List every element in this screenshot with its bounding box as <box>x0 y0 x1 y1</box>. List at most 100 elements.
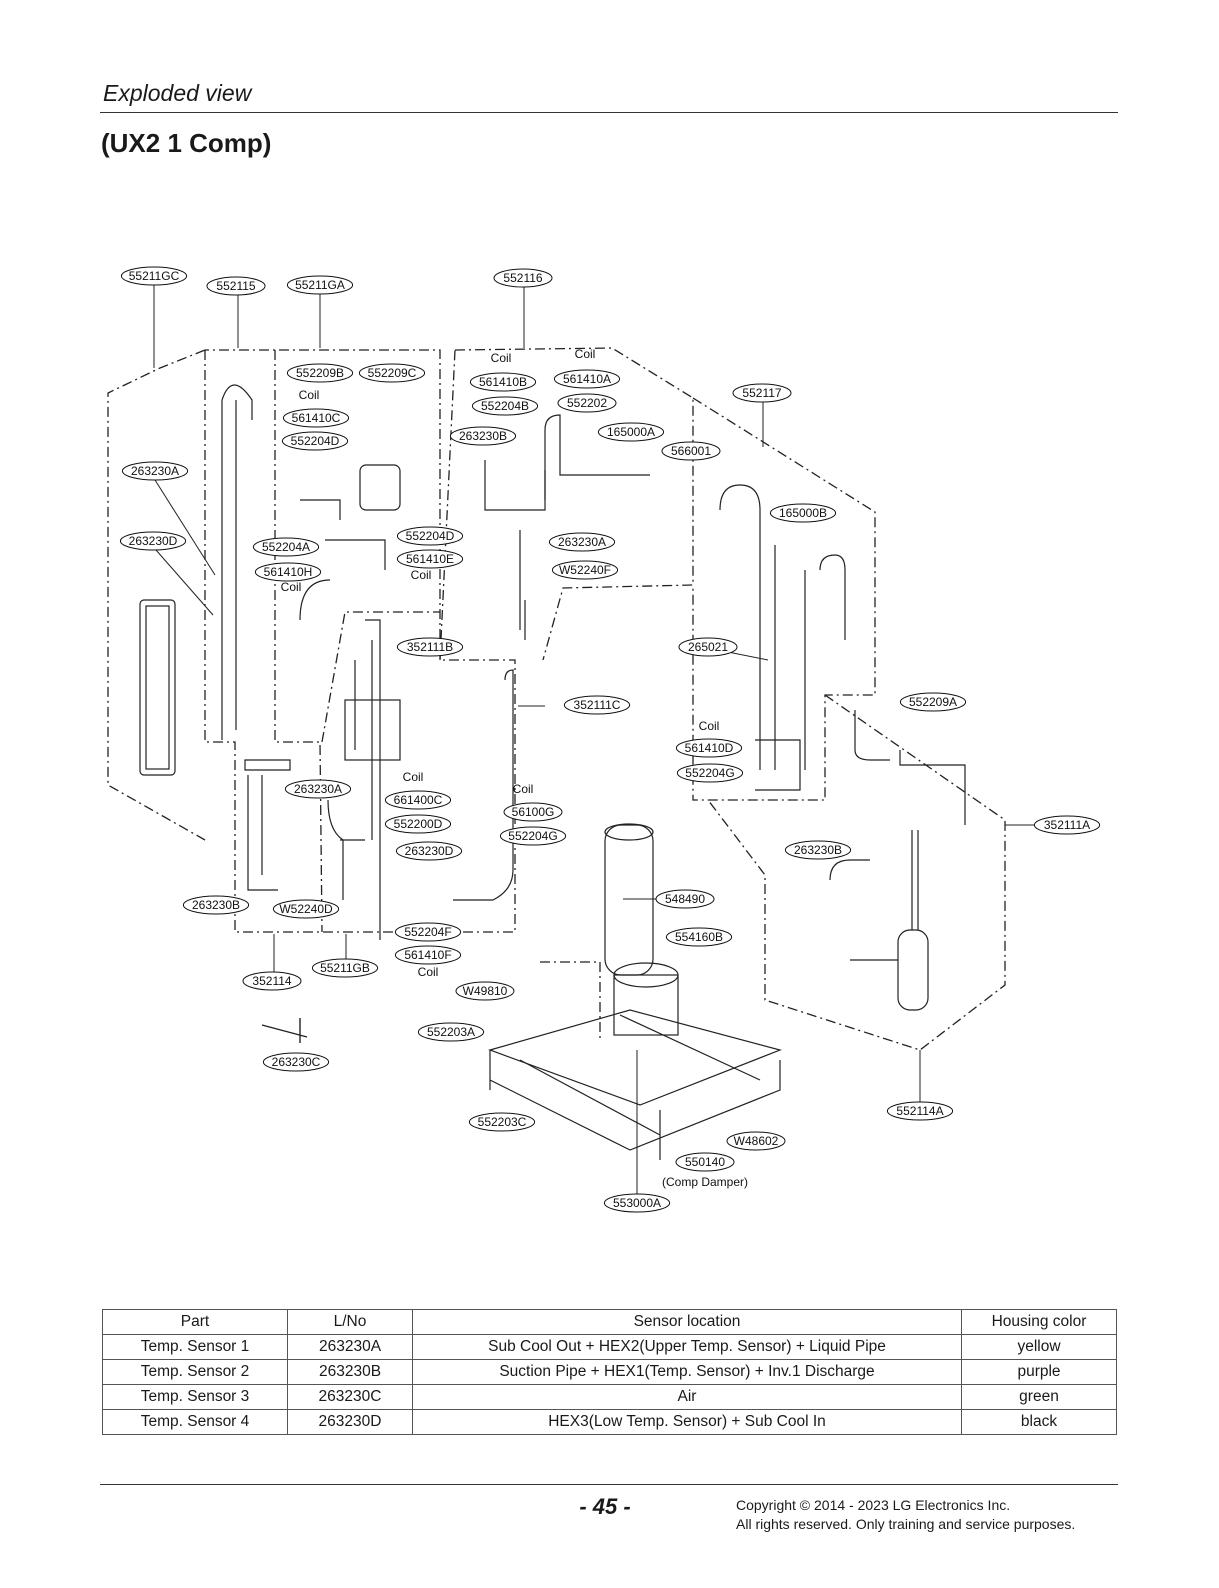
callout-label: 55211GA <box>295 278 345 292</box>
part-callout: 552117 <box>732 383 792 403</box>
callout-label: 561410A <box>563 372 611 386</box>
coil-note: Coil <box>418 965 439 979</box>
callout-label: 165000B <box>779 506 827 520</box>
part-callout: 552204G <box>499 826 567 846</box>
part-callout: 552204B <box>471 396 539 416</box>
callout-oval <box>676 763 744 783</box>
callout-label: 352111C <box>574 698 621 712</box>
callout-oval <box>563 695 631 715</box>
part-callout: 55211GC <box>120 266 188 286</box>
callout-oval <box>396 637 464 657</box>
cell-part: Temp. Sensor 4 <box>102 1409 288 1435</box>
header-part: Part <box>102 1309 288 1335</box>
callout-oval <box>281 431 349 451</box>
part-callout: 552204D <box>281 431 349 451</box>
table-row: Temp. Sensor 4 263230D HEX3(Low Temp. Se… <box>102 1409 1117 1435</box>
callout-oval <box>396 526 464 546</box>
part-callout: 263230D <box>119 531 187 551</box>
cell-lno: 263230D <box>287 1409 413 1435</box>
part-callout: 552209A <box>899 692 967 712</box>
cell-location: Sub Cool Out + HEX2(Upper Temp. Sensor) … <box>412 1334 962 1360</box>
callout-oval <box>551 560 619 580</box>
part-callout: 552204F <box>394 922 462 942</box>
callout-label: 550140 <box>685 1155 725 1169</box>
callout-label: 552209C <box>368 366 417 380</box>
cell-part: Temp. Sensor 2 <box>102 1359 288 1385</box>
callout-label: 263230D <box>129 534 178 548</box>
part-callout: 561410C <box>282 408 350 428</box>
callout-oval <box>503 802 563 822</box>
callout-label: 552204A <box>262 540 310 554</box>
callout-label: 561410E <box>406 552 454 566</box>
part-callout: 552209B <box>286 363 354 383</box>
callout-oval <box>661 441 721 461</box>
part-callout: 552209C <box>358 363 426 383</box>
coil-note: Coil <box>299 388 320 402</box>
callout-label: 561410F <box>404 948 451 962</box>
table-row: Temp. Sensor 2 263230B Suction Pipe + HE… <box>102 1359 1117 1385</box>
part-callout: 552204G <box>676 763 744 783</box>
callout-oval <box>886 1101 954 1121</box>
callout-label: 263230D <box>405 844 454 858</box>
part-callout: 265021 <box>678 637 738 657</box>
part-callout: 552204D <box>396 526 464 546</box>
part-callout: 561410D <box>675 738 743 758</box>
part-callout: 263230B <box>784 840 852 860</box>
sensor-table-header-row: Part L/No Sensor location Housing color <box>102 1309 1117 1335</box>
part-callout: 263230B <box>449 426 517 446</box>
callout-oval <box>665 927 733 947</box>
cell-color: yellow <box>961 1334 1117 1360</box>
callout-oval <box>675 1152 735 1172</box>
callout-label: 561410H <box>264 565 313 579</box>
callout-oval <box>395 841 463 861</box>
callout-oval <box>206 276 266 296</box>
callout-oval <box>557 393 617 413</box>
part-callout: 352111C <box>563 695 631 715</box>
part-callout: W52240F <box>551 560 619 580</box>
callout-oval <box>242 971 302 991</box>
part-callout: 561410H <box>254 562 322 582</box>
cell-lno: 263230A <box>287 1334 413 1360</box>
part-callout: 165000A <box>597 422 665 442</box>
cell-part: Temp. Sensor 1 <box>102 1334 288 1360</box>
callout-label: 552204B <box>481 399 529 413</box>
callout-label: 263230A <box>131 464 179 478</box>
part-callout: 263230C <box>262 1052 330 1072</box>
cell-location: HEX3(Low Temp. Sensor) + Sub Cool In <box>412 1409 962 1435</box>
callout-oval <box>455 981 515 1001</box>
callout-label: 552204D <box>406 529 455 543</box>
part-callout: 550140 <box>675 1152 735 1172</box>
part-callout: 552116 <box>493 268 553 288</box>
coil-note: Coil <box>281 580 302 594</box>
callout-label: 352111A <box>1044 818 1090 832</box>
callout-oval <box>675 738 743 758</box>
callout-oval <box>769 503 837 523</box>
callout-label: 552114A <box>896 1104 943 1118</box>
part-callout: 552202 <box>557 393 617 413</box>
cell-lno: 263230B <box>287 1359 413 1385</box>
callout-oval <box>469 372 537 392</box>
callout-oval <box>726 1131 786 1151</box>
callout-oval <box>493 268 553 288</box>
callout-label: 55211GB <box>320 961 370 975</box>
part-callout: W49810 <box>455 981 515 1001</box>
callout-oval <box>597 422 665 442</box>
callout-label: 552204G <box>685 766 734 780</box>
part-callout: 55211GB <box>311 958 379 978</box>
part-callout: W48602 <box>726 1131 786 1151</box>
callout-label: 561410D <box>685 741 734 755</box>
comp-damper-note: (Comp Damper) <box>662 1175 748 1189</box>
callout-oval <box>119 531 187 551</box>
callout-label: 552200D <box>394 817 443 831</box>
copyright: Copyright © 2014 - 2023 LG Electronics I… <box>736 1496 1075 1534</box>
callout-label: 552204G <box>508 829 557 843</box>
cell-location: Air <box>412 1384 962 1410</box>
callout-label: W49810 <box>463 984 508 998</box>
coil-note: Coil <box>575 347 596 361</box>
cell-location: Suction Pipe + HEX1(Temp. Sensor) + Inv.… <box>412 1359 962 1385</box>
page-number: - 45 - <box>579 1494 631 1519</box>
callout-oval <box>284 779 352 799</box>
coil-note: Coil <box>403 770 424 784</box>
